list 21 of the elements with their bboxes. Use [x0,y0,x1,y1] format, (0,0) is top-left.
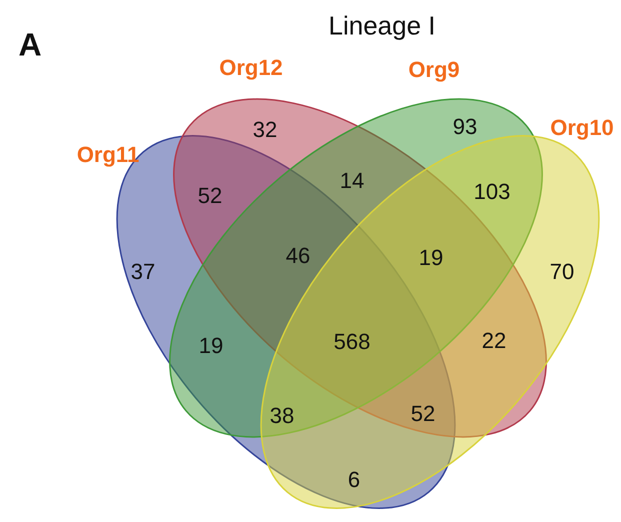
region-count: 103 [474,179,510,205]
set-label: Org10 [550,115,614,141]
region-count: 70 [550,259,574,285]
set-label: Org12 [219,55,283,81]
region-count: 6 [348,467,360,493]
panel-letter: A [18,26,42,64]
region-count: 37 [130,259,156,285]
region-count: 14 [340,168,364,194]
region-count: 568 [334,329,370,355]
region-count: 19 [198,333,224,359]
region-count: 38 [270,403,294,429]
region-count: 19 [418,245,444,271]
region-count: 52 [410,401,436,427]
diagram-title: Lineage I [328,10,436,42]
set-label: Org9 [408,57,460,83]
region-count: 22 [482,328,506,354]
region-count: 46 [286,243,310,269]
region-count: 52 [198,183,222,209]
set-label: Org11 [76,142,140,168]
region-count: 93 [452,114,478,140]
region-count: 32 [252,117,278,143]
